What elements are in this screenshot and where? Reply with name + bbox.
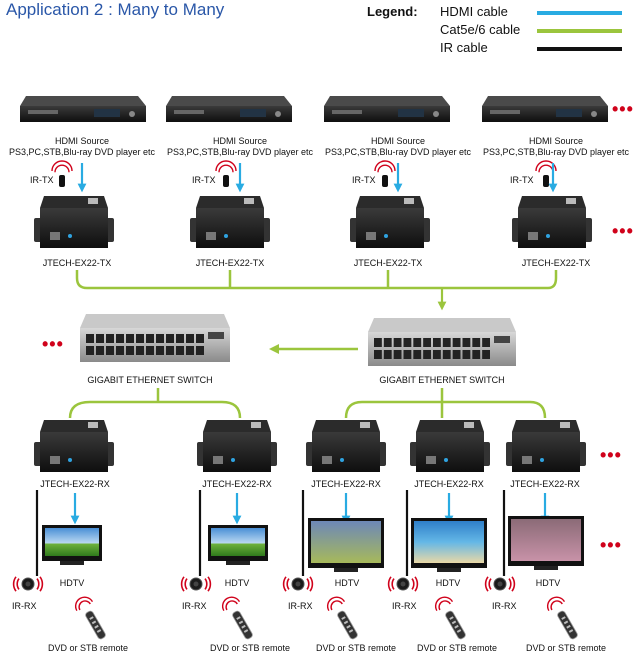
switch-label: GIGABIT ETHERNET SWITCH: [379, 375, 505, 385]
extender-box: [34, 420, 114, 472]
extender-box: [512, 196, 592, 248]
switch-layer: [80, 314, 516, 366]
ir-rx-label: IR-RX: [182, 601, 207, 611]
tx-label: JTECH-EX22-TX: [353, 258, 423, 268]
more-tx-indicator: •••: [612, 221, 634, 241]
hdtv: [508, 516, 584, 570]
remote-label: DVD or STB remote: [416, 643, 498, 653]
hdtv-label: HDTV: [535, 578, 561, 588]
hdtv-label: HDTV: [224, 578, 250, 588]
ir-emitter: [51, 160, 73, 187]
ir-tx-label: IR-TX: [510, 175, 534, 185]
rx-label: JTECH-EX22-RX: [510, 479, 580, 489]
tx-label: JTECH-EX22-TX: [195, 258, 265, 268]
rx-label: JTECH-EX22-RX: [40, 479, 110, 489]
remote-label: DVD or STB remote: [315, 643, 397, 653]
switch-b-cable: [344, 388, 547, 419]
legend-label-hdmi: HDMI cable: [440, 4, 508, 19]
page-title: Application 2 : Many to Many: [6, 0, 225, 19]
hdtv: [208, 525, 268, 565]
more-rx-indicator: •••: [600, 445, 622, 465]
remote-control: [546, 596, 578, 640]
more-tv-indicator: •••: [600, 535, 622, 555]
ir-rx-label: IR-RX: [12, 601, 37, 611]
cables-layer: [68, 270, 558, 419]
ir-sensor: [12, 576, 44, 592]
sources-layer: [20, 96, 608, 248]
extender-box: [350, 196, 430, 248]
tx-bus-cable: [75, 270, 558, 290]
extender-box: [506, 420, 586, 472]
extender-box: [306, 420, 386, 472]
hdtv-label: HDTV: [435, 578, 461, 588]
ir-sensor: [180, 576, 212, 592]
hdtv: [411, 518, 487, 572]
tx-label: JTECH-EX22-TX: [521, 258, 591, 268]
remote-label: DVD or STB remote: [525, 643, 607, 653]
ir-sensor: [282, 576, 314, 592]
receivers-layer: [12, 420, 586, 640]
hdtv-label: HDTV: [334, 578, 360, 588]
ethernet-switch: [368, 318, 516, 366]
ethernet-switch: [80, 314, 230, 362]
ir-rx-label: IR-RX: [288, 601, 313, 611]
hdtv: [308, 518, 384, 572]
ir-emitter: [374, 160, 396, 187]
rx-label: JTECH-EX22-RX: [202, 479, 272, 489]
switch-a-cable: [68, 388, 242, 419]
extender-box: [34, 196, 114, 248]
ir-sensor: [387, 576, 419, 592]
remote-control: [74, 596, 106, 640]
extender-box: [190, 196, 270, 248]
extender-box: [197, 420, 277, 472]
ir-emitter: [215, 160, 237, 187]
hdtv: [42, 525, 102, 565]
legend-label-cat: Cat5e/6 cable: [440, 22, 521, 37]
remote-control: [434, 596, 466, 640]
ir-rx-label: IR-RX: [492, 601, 517, 611]
switch-label: GIGABIT ETHERNET SWITCH: [87, 375, 213, 385]
remote-label: DVD or STB remote: [47, 643, 129, 653]
dvd-player: [324, 96, 450, 122]
dvd-player: [166, 96, 292, 122]
more-switches-indicator: •••: [42, 334, 64, 354]
tx-label: JTECH-EX22-TX: [42, 258, 112, 268]
legend-label-ir: IR cable: [440, 40, 488, 55]
extender-box: [410, 420, 490, 472]
remote-control: [221, 596, 253, 640]
legend-swatches: [537, 11, 622, 51]
remote-label: DVD or STB remote: [209, 643, 291, 653]
ir-rx-label: IR-RX: [392, 601, 417, 611]
more-sources-indicator: •••: [612, 99, 634, 119]
remote-control: [326, 596, 358, 640]
rx-label: JTECH-EX22-RX: [414, 479, 484, 489]
ir-tx-label: IR-TX: [352, 175, 376, 185]
ir-sensor: [484, 576, 516, 592]
ir-tx-label: IR-TX: [30, 175, 54, 185]
legend-title: Legend:: [367, 4, 418, 19]
dvd-player: [20, 96, 146, 122]
hdtv-label: HDTV: [59, 578, 85, 588]
dvd-player: [482, 96, 608, 122]
rx-label: JTECH-EX22-RX: [311, 479, 381, 489]
ir-tx-label: IR-TX: [192, 175, 216, 185]
